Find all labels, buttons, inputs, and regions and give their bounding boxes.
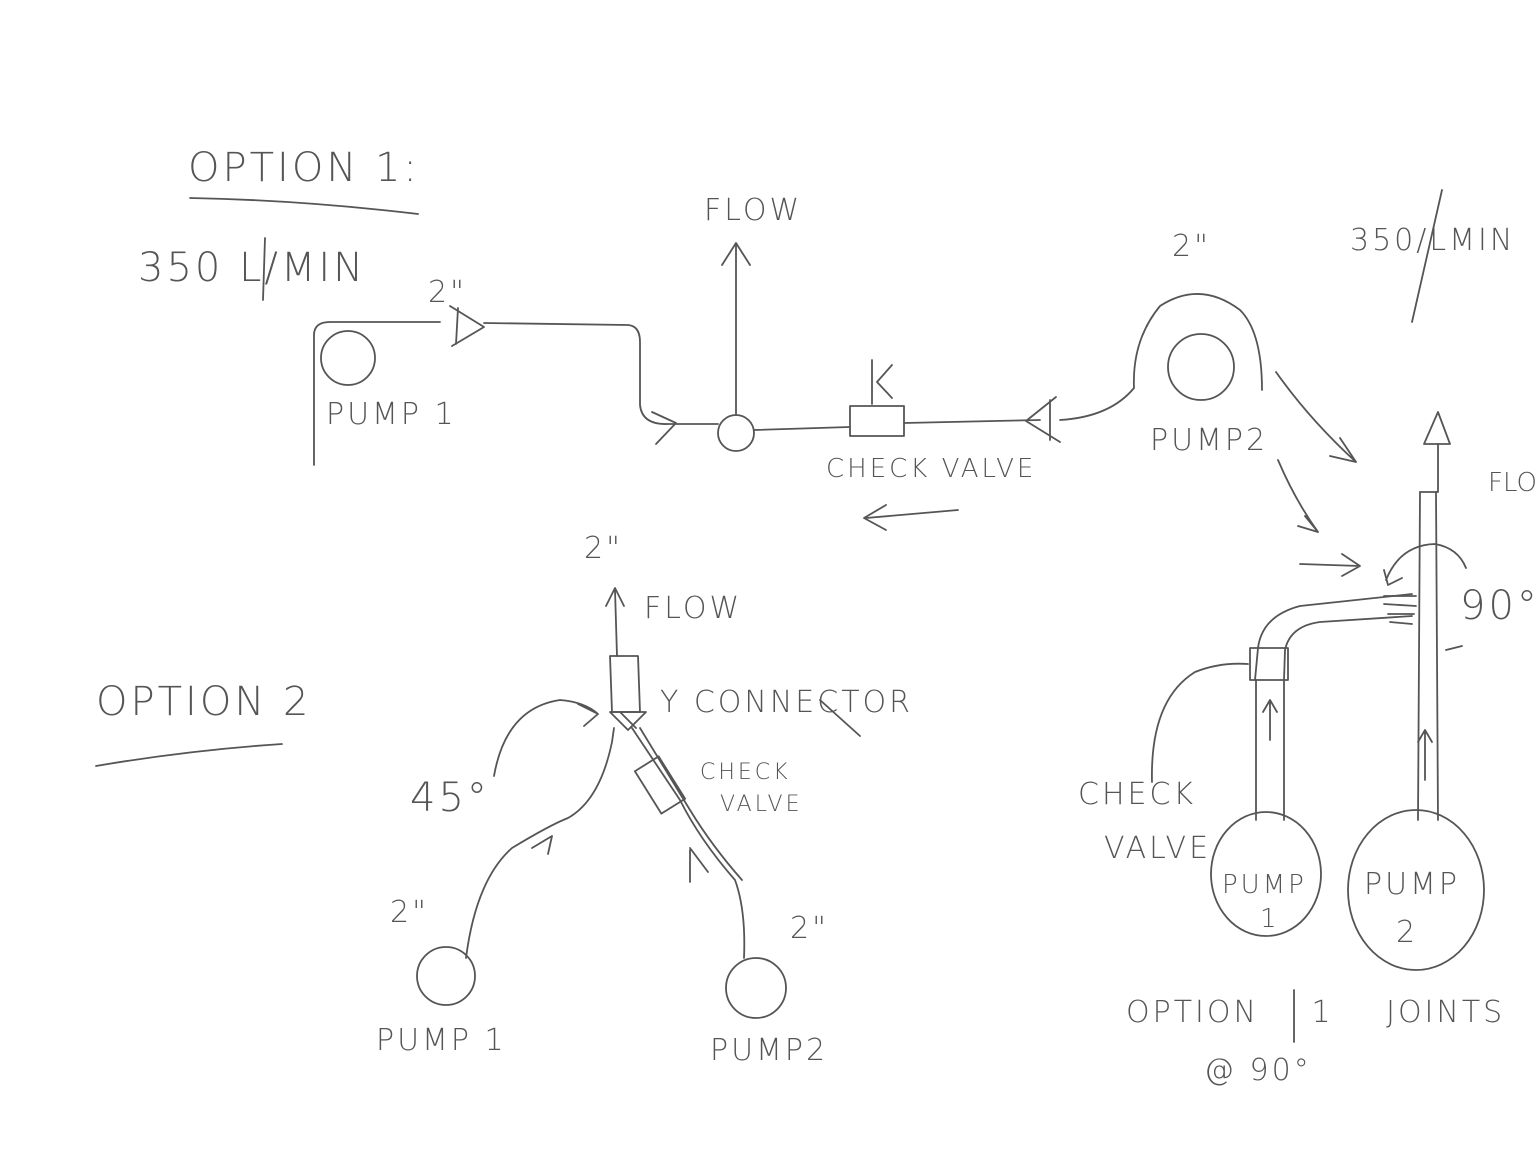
elbow-pipe [1254, 593, 1413, 681]
option2-title-underline [95, 743, 283, 767]
pump1-housing [313, 321, 441, 466]
check-valve-leader [1151, 662, 1249, 783]
option1-pipe-size-pump1: 2" [428, 275, 467, 310]
option1-title: OPTION 1: [188, 145, 420, 191]
pointer-arrow-2 [1277, 459, 1319, 533]
option2-angle-label: 45° [410, 775, 490, 821]
option2-pump2-arrow [689, 847, 709, 883]
option1-title-underline [189, 197, 419, 215]
joints-caption-line1: OPTION 1 JOINTS [1126, 995, 1506, 1030]
option2-check-valve [633, 755, 687, 815]
joints-caption-line2: @ 90° [1204, 1053, 1312, 1088]
option2-flow-label: FLOW [644, 591, 743, 626]
outlet-pipe [1417, 491, 1439, 821]
check-valve-symbol [849, 405, 905, 437]
elbow-weld-marks [1383, 595, 1417, 625]
option1-pipe-size-pump2: 2" [1172, 229, 1211, 264]
option2-pipe-size-out: 2" [584, 531, 623, 566]
joints-pump1-line1: PUMP [1222, 870, 1307, 900]
option2-pump2-pipe [631, 727, 746, 959]
option2-pump2-circle [725, 957, 787, 1019]
pump2-flow-arrow [1025, 396, 1061, 443]
joints-check-valve [1249, 647, 1289, 681]
pump1-flow-arrow [449, 305, 485, 347]
check-valve-handle [871, 359, 893, 405]
joints-rate-slash [1411, 189, 1443, 323]
pump1-circle [320, 330, 376, 386]
flow-up-arrow [721, 242, 751, 416]
option1-rate: 350 L/MIN [138, 245, 367, 291]
joints-angle-label: 90° [1460, 583, 1537, 629]
option2-title: OPTION 2 [96, 679, 312, 725]
direction-arrow [863, 504, 959, 531]
pointer-arrow-1 [1275, 371, 1357, 463]
option2-pump1-arrow [531, 835, 553, 855]
angle-arc [1385, 543, 1467, 651]
option1-check-valve-label: CHECK VALVE [826, 454, 1037, 484]
junction-circle [717, 414, 755, 452]
outlet-pipe-top [1419, 443, 1439, 493]
joints-rate: 350/LMIN [1350, 223, 1516, 258]
pump1-riser [1255, 679, 1285, 821]
option2-check-valve-line2: VALVE [720, 792, 803, 817]
option1-flow-label: FLOW [704, 193, 803, 228]
option1-pump2-label: PUMP2 [1150, 423, 1269, 458]
pump2-up-arrow [1417, 729, 1433, 781]
option1-rate-slash [262, 237, 266, 301]
option2-check-valve-line1: CHECK [700, 760, 791, 785]
pump1-pipe-arrow [651, 411, 677, 445]
option2-pump1-pipe [465, 727, 615, 959]
option2-pipe-size-pump1: 2" [390, 895, 429, 930]
joints-pump1-circle [1210, 811, 1322, 937]
option2-pump2-label: PUMP2 [710, 1033, 829, 1068]
angle-45-arrow [493, 699, 599, 777]
y-connector-body [609, 655, 641, 713]
joints-check-valve-line2: VALVE [1104, 831, 1212, 866]
joints-pump2-line1: PUMP [1364, 867, 1461, 902]
pump2-housing [1059, 293, 1263, 421]
option2-pump1-circle [416, 946, 476, 1006]
joints-pump2-circle [1347, 809, 1485, 971]
pump2-circle [1167, 333, 1235, 401]
option2-pipe-size-pump2: 2" [790, 911, 829, 946]
pump1-up-arrow [1262, 699, 1278, 741]
option2-connector-label: Y CONNECTOR [660, 685, 913, 720]
joints-pump2-line2: 2 [1396, 915, 1419, 950]
option2-flow-arrow [605, 587, 625, 657]
pump2-pipe [753, 419, 1041, 431]
option1-joints-diagram [1151, 189, 1485, 1043]
y-connector-mouth [609, 711, 647, 731]
flow-up-arrow-right [1423, 411, 1451, 445]
connector-label-tail [819, 699, 861, 737]
option2-diagram [95, 587, 861, 1019]
joints-pump1-line2: 1 [1260, 904, 1280, 934]
pump1-pipe [483, 322, 719, 425]
joints-check-valve-line1: CHECK [1078, 777, 1197, 812]
option2-pump1-label: PUMP 1 [376, 1023, 507, 1058]
joints-flow-label: FLOW [1488, 468, 1537, 498]
angle-arc-arrow [1383, 569, 1403, 586]
pointer-arrow-3 [1299, 553, 1361, 577]
option1-pump1-label: PUMP 1 [326, 397, 457, 432]
option1-diagram [189, 197, 1263, 531]
